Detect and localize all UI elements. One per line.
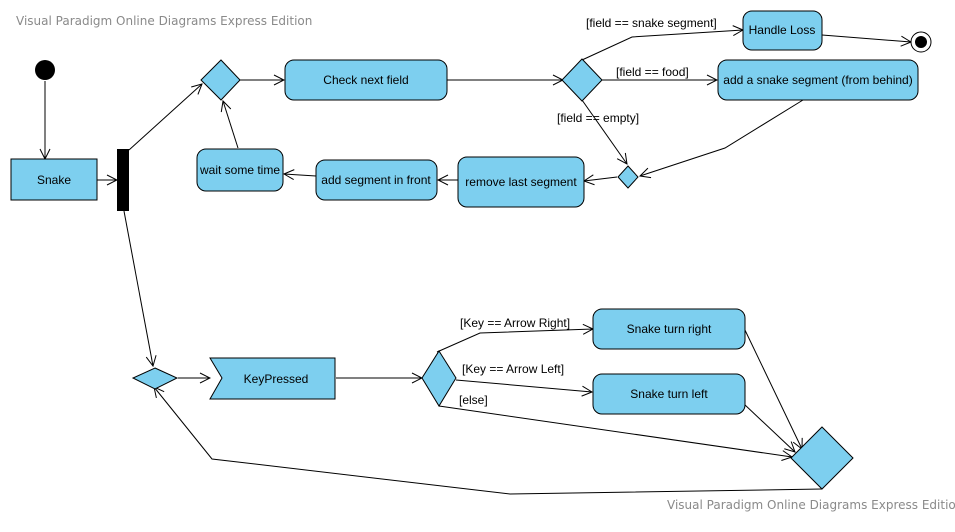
action-add-segment-in-front-label: add segment in front <box>321 173 431 187</box>
guard-field-food: [field == food] <box>616 65 689 79</box>
guard-key-arrow-left: [Key == Arrow Left] <box>462 362 564 376</box>
edge-decision-to-turn-right <box>436 329 593 353</box>
edge-merge-back-loop <box>154 387 823 495</box>
action-remove-last-segment-label: remove last segment <box>465 175 577 189</box>
edge-decision-to-handle-loss <box>581 30 743 61</box>
action-wait-some-time[interactable]: wait some time <box>196 148 284 192</box>
watermark-top: Visual Paradigm Online Diagrams Express … <box>16 14 313 28</box>
initial-node <box>35 60 55 80</box>
edge-merge-right-to-remove <box>584 177 618 181</box>
guard-field-snake-segment: [field == snake segment] <box>586 16 717 30</box>
decision-diamond-field[interactable] <box>561 58 603 102</box>
event-key-pressed[interactable]: KeyPressed <box>209 357 336 400</box>
edges <box>45 30 911 495</box>
edge-turn-right-to-merge <box>743 327 802 449</box>
edge-handle-loss-to-final <box>821 34 911 42</box>
action-wait-some-time-label: wait some time <box>199 163 280 177</box>
guard-field-empty: [field == empty] <box>557 111 639 125</box>
fork-bar <box>117 149 129 211</box>
edge-add-front-to-wait <box>284 174 317 176</box>
edge-wait-to-merge-top <box>223 101 239 149</box>
decision-diamond-key[interactable] <box>421 350 457 407</box>
action-add-segment-in-front[interactable]: add segment in front <box>315 159 438 201</box>
action-check-next-field-label: Check next field <box>323 73 408 87</box>
edge-decision-to-merge-right <box>581 99 627 164</box>
action-handle-loss[interactable]: Handle Loss <box>742 10 823 51</box>
node-snake[interactable]: Snake <box>10 158 98 201</box>
action-snake-turn-left-label: Snake turn left <box>630 387 708 401</box>
guard-else: [else] <box>459 393 488 407</box>
watermark-bottom: Visual Paradigm Online Diagrams Express … <box>667 498 955 512</box>
action-check-next-field[interactable]: Check next field <box>284 59 448 101</box>
action-remove-last-segment[interactable]: remove last segment <box>457 156 585 208</box>
merge-diamond-right[interactable] <box>617 165 639 189</box>
merge-diamond-bottom[interactable] <box>131 367 179 390</box>
node-snake-label: Snake <box>37 173 71 187</box>
action-add-snake-segment[interactable]: add a snake segment (from behind) <box>717 59 919 101</box>
action-snake-turn-right[interactable]: Snake turn right <box>592 308 746 350</box>
action-snake-turn-right-label: Snake turn right <box>627 322 712 336</box>
merge-diamond-turns[interactable] <box>790 426 854 490</box>
final-node <box>910 31 932 53</box>
event-key-pressed-label: KeyPressed <box>244 372 309 386</box>
edge-fork-to-merge-bottom <box>123 210 153 366</box>
merge-diamond-top[interactable] <box>200 59 241 101</box>
edge-add-segment-to-merge-right <box>640 99 804 176</box>
edge-fork-to-merge-top <box>128 84 202 151</box>
edge-decision-to-turn-left <box>455 379 592 392</box>
guard-key-arrow-right: [Key == Arrow Right] <box>460 316 570 330</box>
action-add-snake-segment-label: add a snake segment (from behind) <box>723 73 912 87</box>
action-handle-loss-label: Handle Loss <box>749 23 816 37</box>
action-snake-turn-left[interactable]: Snake turn left <box>592 373 746 415</box>
edge-else-to-merge <box>438 405 792 457</box>
edge-turn-left-to-merge <box>743 403 795 452</box>
